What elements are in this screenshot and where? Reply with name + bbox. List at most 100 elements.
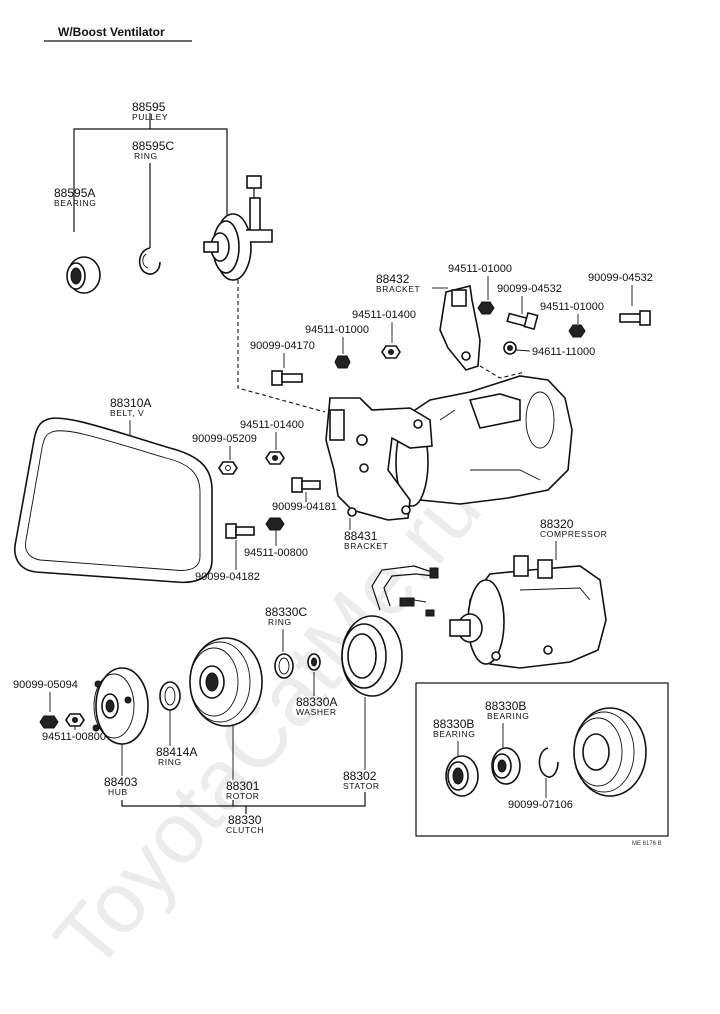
svg-text:88432: 88432: [376, 272, 410, 286]
snap-ring-88595c-icon: [138, 247, 161, 275]
label-94511-00800-b: 94511-00800: [42, 731, 106, 743]
nut-icon: [568, 324, 586, 338]
nut-icon: [265, 451, 285, 465]
label-88432: 88432 BRACKET: [376, 272, 420, 294]
pulley-88595-icon: [203, 175, 273, 281]
label-88595c: 88595C RING: [132, 139, 174, 161]
label-88302: 88302 STATOR: [343, 769, 380, 791]
label-88431: 88431 BRACKET: [344, 529, 388, 551]
nut-icon: [65, 713, 85, 727]
svg-text:88330: 88330: [228, 813, 262, 827]
label-94511-00800-a: 94511-00800: [244, 547, 308, 559]
nut-icon: [477, 301, 495, 315]
v-belt-88310a-icon: [14, 417, 213, 584]
bearing-88330b-outer-icon: [491, 747, 521, 785]
svg-text:COMPRESSOR: COMPRESSOR: [540, 529, 607, 539]
pulley-inset-icon: [573, 707, 647, 797]
label-90099-04181: 90099-04181: [272, 501, 337, 513]
label-90099-05094: 90099-05094: [13, 679, 78, 691]
label-88595a: 88595A BEARING: [54, 186, 96, 208]
svg-text:BEARING: BEARING: [54, 198, 96, 208]
svg-text:RING: RING: [158, 757, 182, 767]
nut-icon: [265, 517, 285, 531]
svg-text:ROTOR: ROTOR: [226, 791, 260, 801]
label-94511-01400-a: 94511-01400: [352, 309, 416, 321]
svg-text:RING: RING: [268, 617, 292, 627]
bracket-88432-icon: [439, 285, 481, 371]
washer-icon: [503, 341, 517, 355]
svg-text:88301: 88301: [226, 779, 260, 793]
nut-icon: [381, 345, 401, 359]
label-94511-01400-b: 94511-01400: [240, 419, 304, 431]
snap-ring-90099-07106-icon: [538, 747, 559, 778]
label-90099-04182: 90099-04182: [195, 571, 260, 583]
svg-text:BRACKET: BRACKET: [376, 284, 420, 294]
label-94511-01000-a: 94511-01000: [448, 263, 512, 275]
snap-ring-88330c-icon: [274, 653, 294, 679]
svg-text:88595C: 88595C: [132, 139, 174, 153]
bolt-icon: [506, 311, 539, 331]
wire-harness-icon: [371, 565, 439, 617]
label-90099-04532-b: 90099-04532: [588, 272, 653, 284]
nut-icon: [218, 461, 238, 475]
svg-text:88414A: 88414A: [156, 745, 197, 759]
bolt-icon: [271, 370, 303, 386]
svg-text:BRACKET: BRACKET: [344, 541, 388, 551]
label-90099-04170: 90099-04170: [250, 340, 315, 352]
compressor-88320-icon: [449, 555, 607, 669]
svg-text:88431: 88431: [344, 529, 378, 543]
bracket-88431-icon: [325, 397, 433, 521]
label-94511-01000-b: 94511-01000: [540, 301, 604, 313]
pulley-to-bracket-leader: [237, 280, 326, 413]
svg-text:RING: RING: [134, 151, 158, 161]
washer-88330a-icon: [307, 653, 321, 671]
svg-text:88595: 88595: [132, 100, 166, 114]
svg-text:88320: 88320: [540, 517, 574, 531]
label-88301: 88301 ROTOR: [226, 779, 260, 801]
bearing-88595a-icon: [66, 256, 101, 294]
label-88330b-inner: 88330B BEARING: [433, 717, 475, 739]
label-90099-04532-a: 90099-04532: [497, 283, 562, 295]
label-90099-05209: 90099-05209: [192, 433, 257, 445]
svg-text:WASHER: WASHER: [296, 707, 337, 717]
rotor-88301-icon: [189, 637, 263, 727]
bolt-icon: [225, 523, 255, 539]
svg-text:88310A: 88310A: [110, 396, 151, 410]
bolt-icon: [619, 310, 651, 326]
label-88403: 88403 HUB: [104, 775, 138, 797]
label-94611-11000: 94611-11000: [532, 346, 595, 358]
reference-code: ME 6176 B: [632, 841, 662, 847]
label-94511-01000-c: 94511-01000: [305, 324, 369, 336]
label-88320: 88320 COMPRESSOR: [540, 517, 607, 539]
label-88330: 88330 CLUTCH: [226, 813, 264, 835]
svg-text:BELT, V: BELT, V: [110, 408, 144, 418]
svg-text:CLUTCH: CLUTCH: [226, 825, 264, 835]
hub-88403-icon: [92, 667, 149, 745]
label-88330c: 88330C RING: [265, 605, 307, 627]
svg-text:HUB: HUB: [108, 787, 128, 797]
svg-text:88330C: 88330C: [265, 605, 307, 619]
label-88310a: 88310A BELT, V: [110, 396, 151, 418]
svg-text:88330A: 88330A: [296, 695, 337, 709]
svg-text:88330B: 88330B: [485, 699, 526, 713]
inset-box: [415, 682, 669, 837]
bearing-88330b-inner-icon: [445, 755, 479, 797]
label-88330a: 88330A WASHER: [296, 695, 337, 717]
ring-88414a-icon: [159, 681, 181, 711]
svg-text:88595A: 88595A: [54, 186, 95, 200]
clutch-bracket-line: [121, 792, 366, 807]
svg-text:88302: 88302: [343, 769, 377, 783]
label-90099-07106: 90099-07106: [508, 799, 573, 811]
svg-text:88330B: 88330B: [433, 717, 474, 731]
diagram-title: W/Boost Ventilator: [58, 25, 165, 39]
label-88414a: 88414A RING: [156, 745, 197, 767]
stator-88302-icon: [341, 615, 403, 697]
svg-text:BEARING: BEARING: [487, 711, 529, 721]
svg-text:BEARING: BEARING: [433, 729, 475, 739]
nut-icon: [334, 355, 351, 369]
svg-text:88403: 88403: [104, 775, 138, 789]
nut-icon: [39, 715, 59, 729]
svg-text:STATOR: STATOR: [343, 781, 380, 791]
bolt-icon: [291, 477, 321, 493]
